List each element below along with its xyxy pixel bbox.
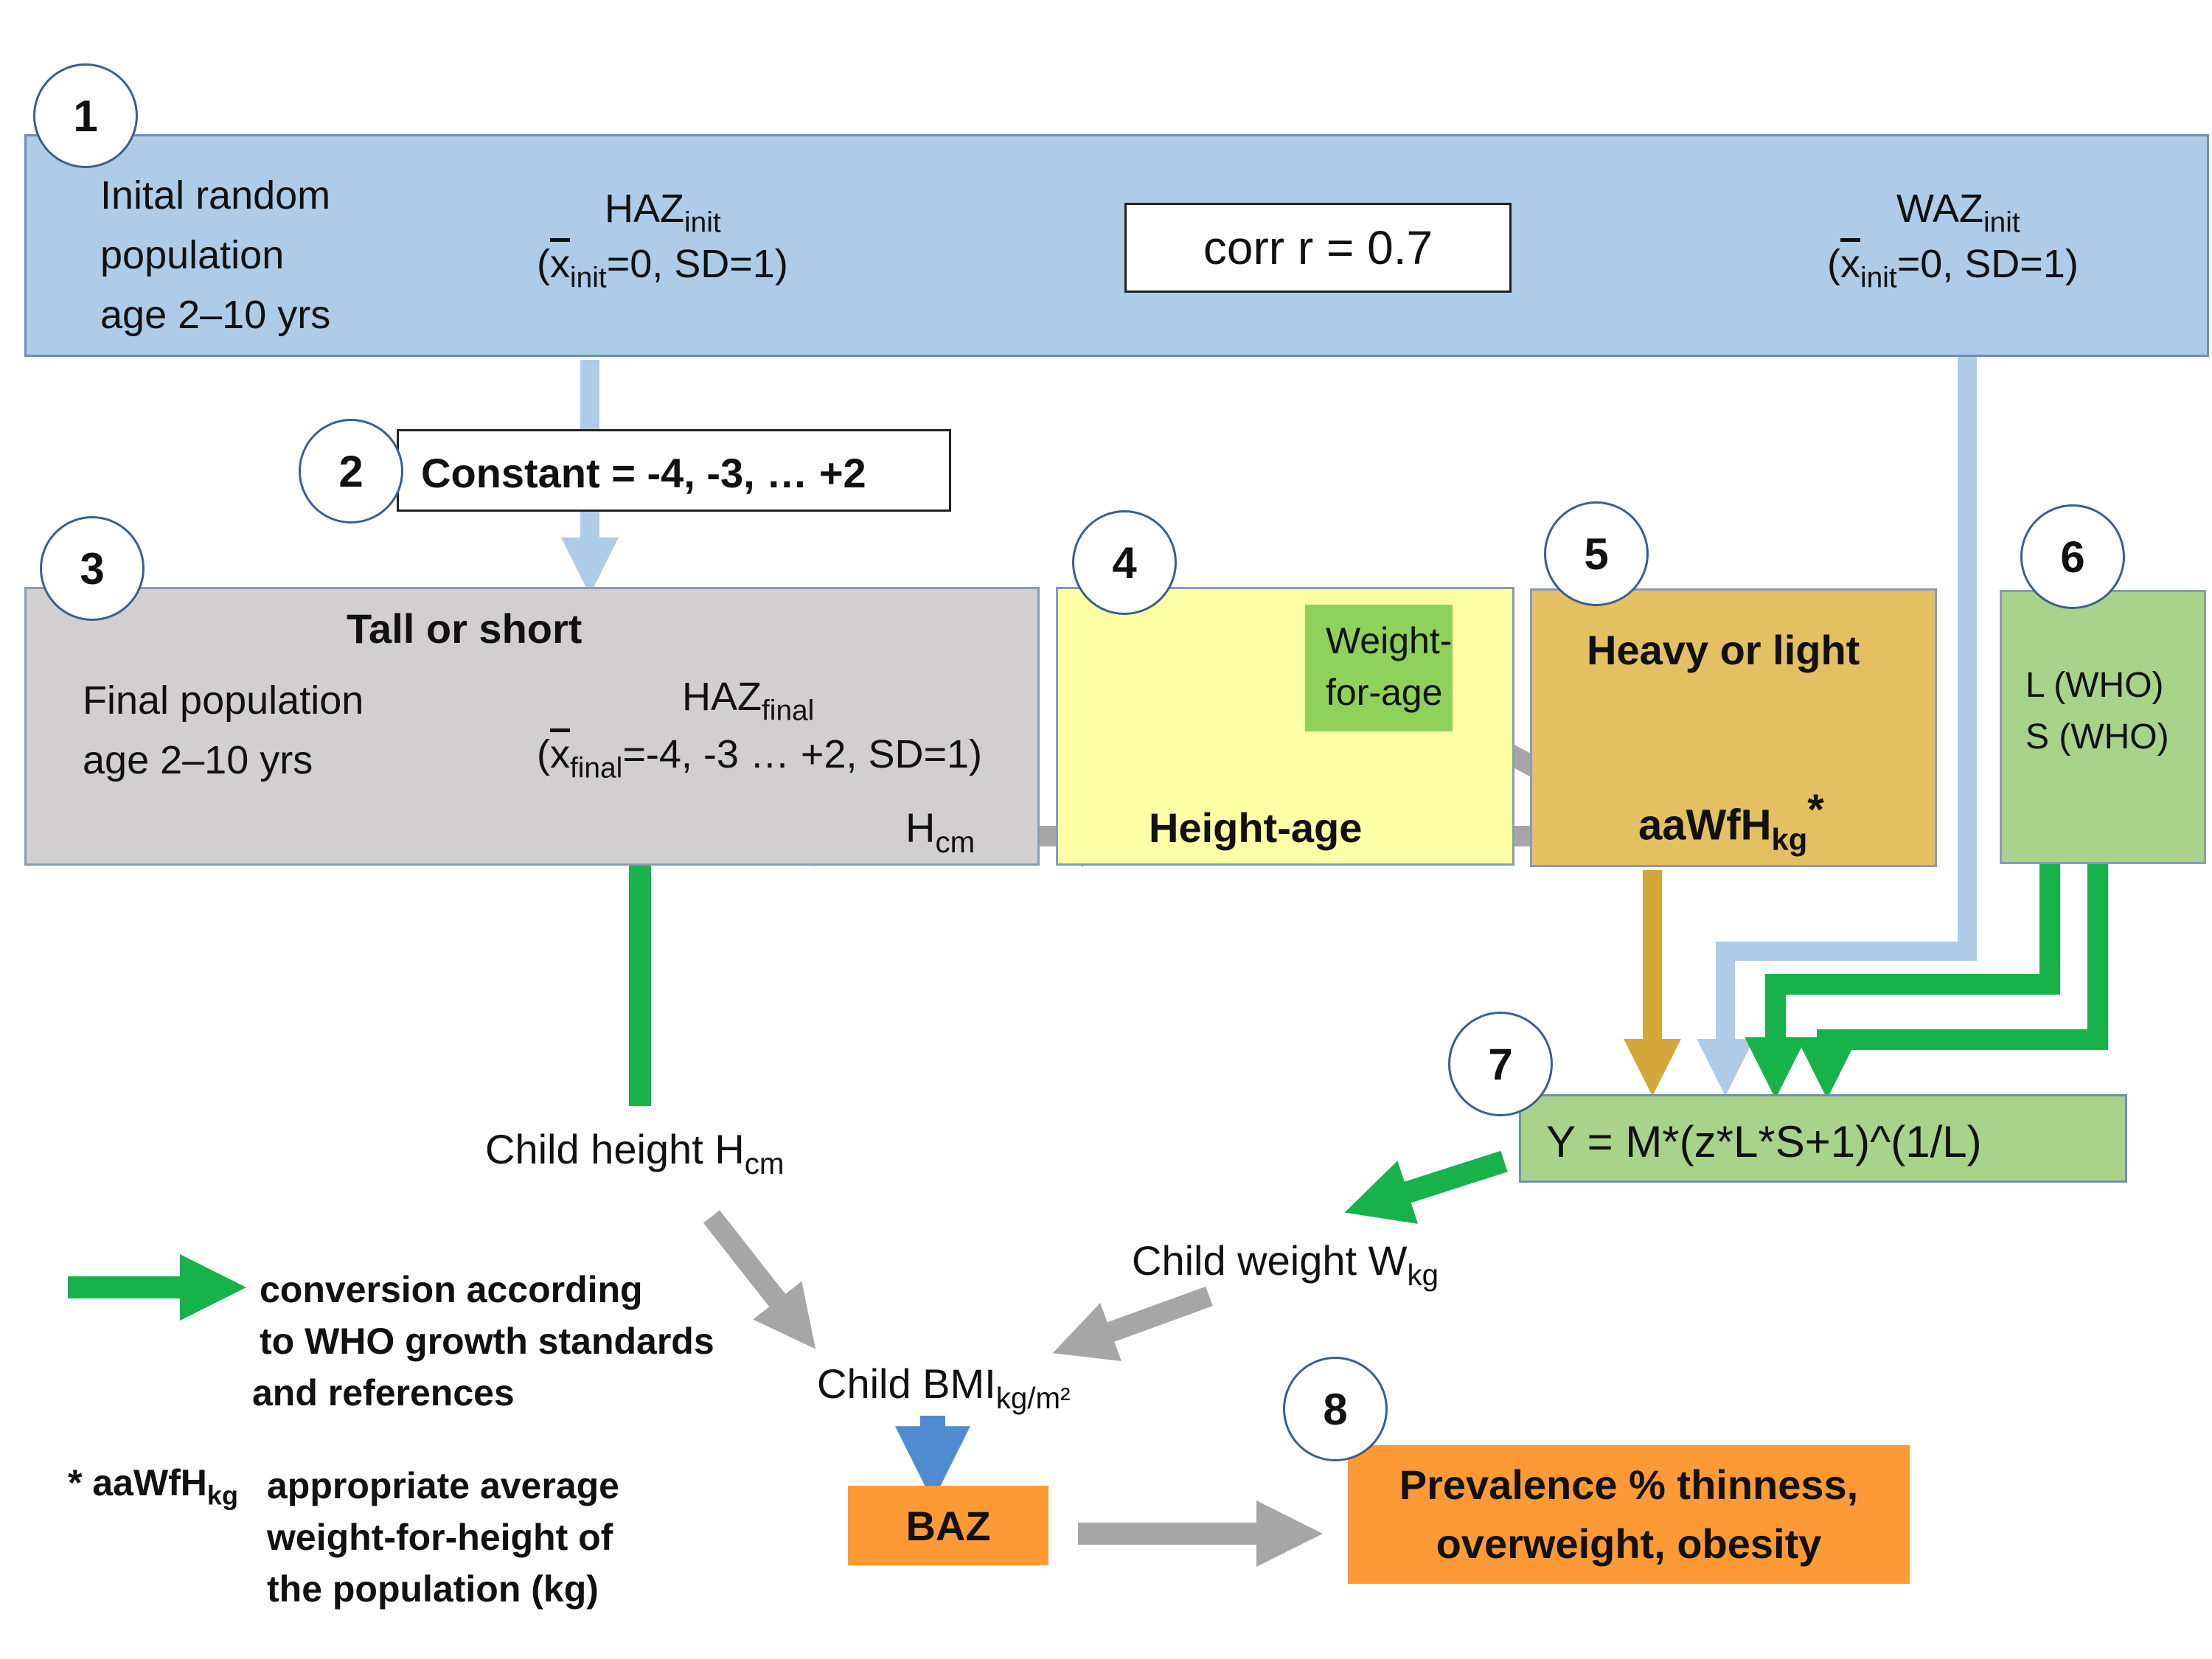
child-weight-label: Child weight Wkg [1132,1237,1439,1293]
haz-init-params: (xinit=0, SD=1) [537,242,788,294]
weight-for-age-box: Weight-for-age [1305,605,1453,731]
corr-label: corr r = 0.7 [1203,221,1433,274]
who-l-label: L (WHO) [2025,666,2164,705]
child-height-label: Child height Hcm [485,1126,785,1181]
step-1-badge: 1 [33,63,138,168]
baz-box: BAZ [848,1486,1048,1565]
aawfh-label: aaWfHkg* [1638,786,1824,857]
formula-label: Y = M*(z*L*S+1)^(1/L) [1546,1117,1982,1166]
corr-box: corr r = 0.7 [1124,203,1512,293]
arrow-waz-to-formula [1697,347,1977,1096]
arrow-height-to-bmi [703,1210,816,1349]
legend-green-text: conversion according to WHO growth stand… [252,1269,714,1413]
box-final-population [24,587,1040,866]
constant-label: Constant = -4, -3, … +2 [421,450,866,496]
height-age-label: Height-age [1149,804,1363,851]
prevalence-label: Prevalence % thinness,overweight, obesit… [1399,1461,1859,1567]
haz-final-label: HAZfinal [682,675,815,727]
arrow-formula-to-weight [1344,1150,1508,1224]
waz-init-params: (xinit=0, SD=1) [1827,242,2079,294]
prevalence-box: Prevalence % thinness,overweight, obesit… [1348,1445,1910,1584]
child-bmi-label: Child BMIkg/m² [817,1360,1071,1416]
box-initial-population [24,134,2209,357]
step-6-badge: 6 [2020,504,2125,609]
arrow-s-to-formula [1796,864,2108,1099]
arrow-weight-to-bmi [1052,1286,1213,1361]
step-3-badge: 3 [40,516,145,621]
box-heavy-or-light [1530,588,1937,867]
heavy-or-light-title: Heavy or light [1587,627,1860,673]
legend-star-abbr: * aaWfHkg [68,1462,238,1511]
constant-box: Constant = -4, -3, … +2 [397,429,951,512]
step-5-badge: 5 [1544,501,1649,606]
arrow-haz-to-hcm [629,800,880,1106]
step-8-badge: 8 [1283,1357,1388,1461]
legend-star-text: appropriate average weight-for-height of… [267,1465,619,1610]
baz-label: BAZ [905,1502,991,1549]
tall-or-short-title: Tall or short [347,605,582,652]
who-s-label: S (WHO) [2025,717,2169,757]
waz-init-label: WAZinit [1896,187,2020,239]
step-7-badge: 7 [1448,1012,1553,1116]
who-ls-labels: L (WHO) S (WHO) [2025,660,2169,763]
haz-final-params: (xfinal=-4, -3 … +2, SD=1) [537,732,983,785]
step-2-badge: 2 [299,419,403,524]
weight-for-age-label: Weight-for-age [1326,620,1453,713]
haz-init-label: HAZinit [605,187,721,239]
arrow-l-to-formula [1745,864,2060,1099]
box-who-ls: L (WHO) S (WHO) [2000,590,2206,864]
h-cm-label: Hcm [905,804,975,860]
step-4-badge: 4 [1072,510,1177,615]
formula-box: Y = M*(z*L*S+1)^(1/L) [1519,1094,2127,1183]
